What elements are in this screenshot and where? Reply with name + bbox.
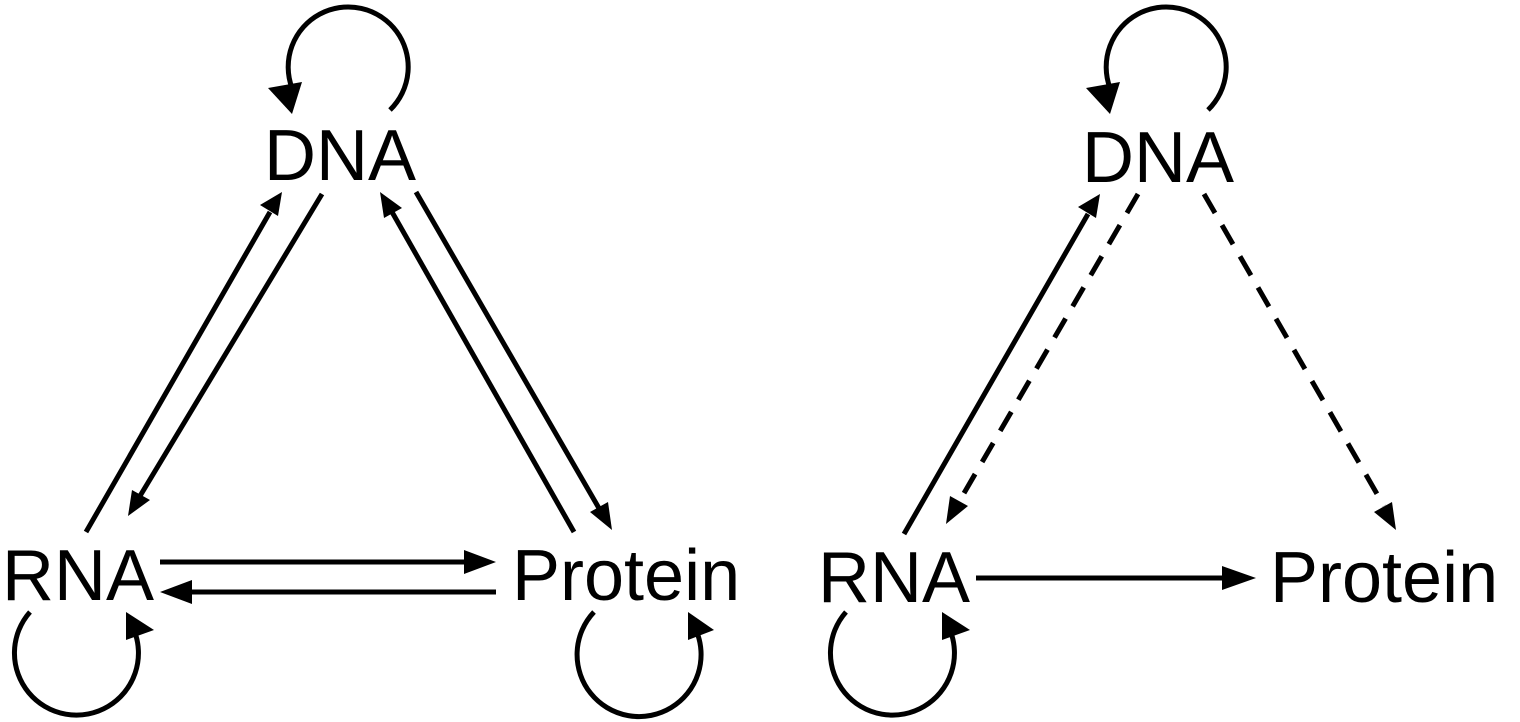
left-dna-node: DNA — [264, 116, 416, 196]
left-dna-self-loop — [268, 4, 411, 114]
left-dna-to-protein-arrow — [413, 190, 612, 530]
right-dna-to-rna-dashed-arrow — [946, 192, 1141, 524]
right-rna-node: RNA — [818, 538, 970, 618]
right-rna-to-protein-arrow — [976, 566, 1256, 590]
left-rna-to-dna-arrow — [83, 192, 282, 534]
left-protein-self-loop — [574, 610, 714, 720]
right-rna-to-dna-arrow — [901, 194, 1100, 536]
left-dna-to-rna-arrow — [128, 192, 325, 516]
left-rna-node: RNA — [2, 536, 154, 616]
left-protein-to-dna-arrow — [380, 192, 577, 534]
right-protein-node: Protein — [1270, 538, 1498, 618]
right-dna-to-protein-dashed-arrow — [1201, 192, 1396, 530]
right-dna-node: DNA — [1082, 118, 1234, 198]
right-dna-self-loop — [1086, 4, 1229, 114]
left-protein-node: Protein — [512, 536, 740, 616]
right-panel: DNA RNA Protein — [818, 4, 1498, 718]
left-rna-self-loop — [11, 610, 154, 718]
left-panel: DNA RNA Protein — [2, 4, 740, 720]
left-protein-to-rna-arrow — [160, 580, 496, 604]
right-rna-self-loop — [827, 610, 970, 718]
left-rna-to-protein-arrow — [160, 550, 496, 574]
